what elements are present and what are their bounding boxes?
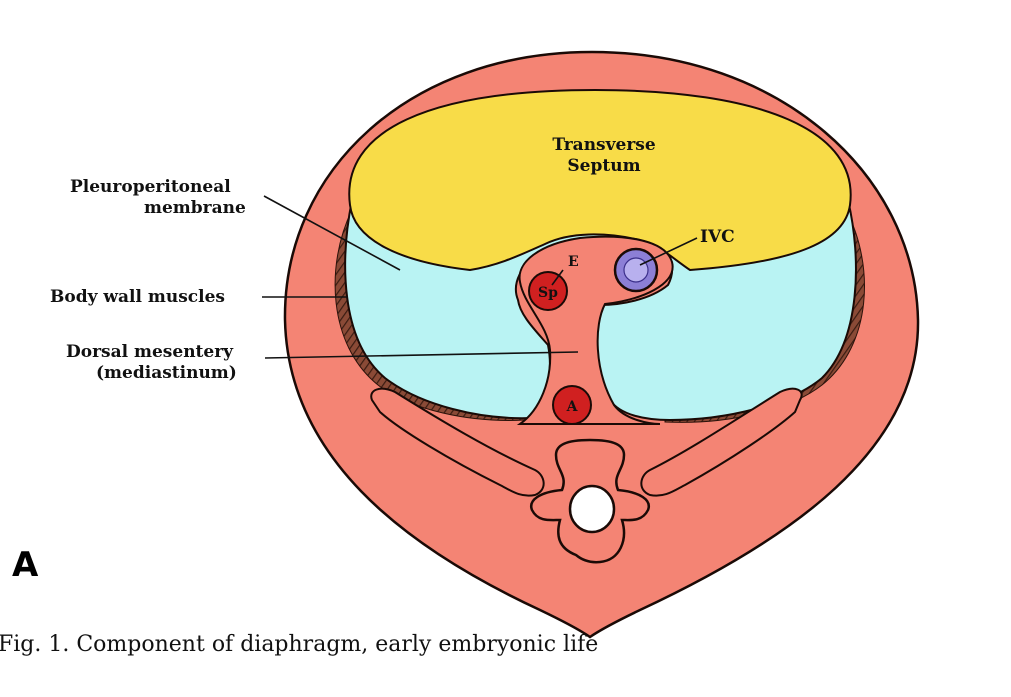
transverse-septum bbox=[348, 88, 852, 272]
figure-caption: Fig. 1. Component of diaphragm, early em… bbox=[0, 632, 599, 657]
ivc-leader bbox=[639, 237, 698, 266]
dorsal-mesentery-leader bbox=[264, 351, 579, 359]
aorta-label: A bbox=[566, 399, 579, 415]
body-wall-muscles-label: Body wall muscles bbox=[50, 287, 225, 307]
rib-right bbox=[640, 387, 803, 497]
pleuroperitoneal-label-1: Pleuroperitoneal bbox=[70, 177, 231, 197]
dorsal-mesentery-label-2: (mediastinum) bbox=[96, 363, 237, 383]
pleuroperitoneal-leader bbox=[263, 195, 401, 271]
rib-left bbox=[370, 387, 545, 497]
panel-letter: A bbox=[12, 545, 39, 585]
transverse-septum-label-2: Septum bbox=[567, 156, 640, 176]
pleuroperitoneal-label-2: membrane bbox=[144, 198, 246, 218]
esophagus-inner-label: Sp bbox=[538, 285, 558, 301]
transverse-septum-label-1: Transverse bbox=[552, 135, 656, 155]
esophagus bbox=[528, 271, 568, 311]
esophagus-label: E bbox=[568, 254, 579, 270]
ivc-label: IVC bbox=[700, 227, 735, 247]
dorsal-mesentery-label-1: Dorsal mesentery bbox=[66, 342, 234, 362]
spinal-canal bbox=[568, 484, 616, 534]
aorta bbox=[552, 385, 592, 425]
